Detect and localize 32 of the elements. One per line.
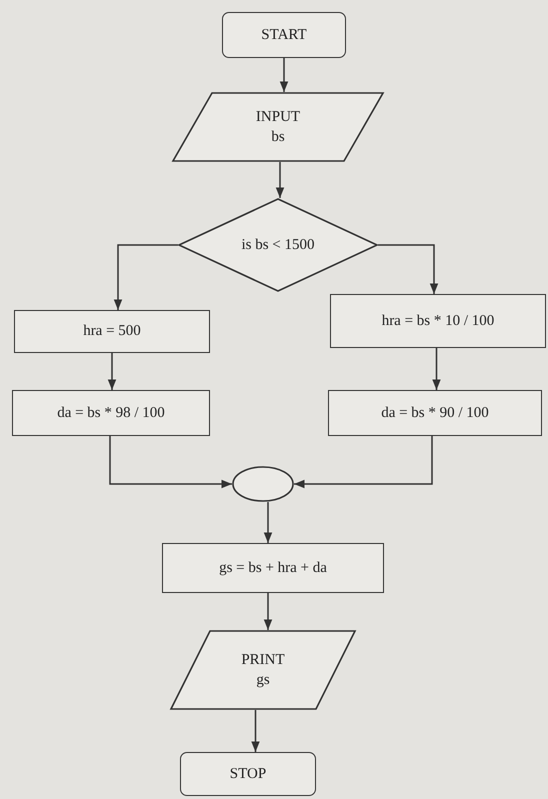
node-text: da = bs * 90 / 100 (381, 404, 489, 423)
node-text: is bs < 1500 (241, 236, 315, 255)
node-text: gs = bs + hra + da (219, 558, 327, 578)
terminal-box (180, 752, 316, 796)
arrow (108, 353, 116, 390)
arrow (276, 162, 284, 198)
io-parallelogram (170, 630, 356, 710)
node-text: hra = 500 (83, 322, 141, 342)
io-parallelogram (172, 92, 384, 162)
arrow (114, 244, 178, 310)
arrow (280, 58, 288, 92)
arrow (251, 710, 260, 752)
process-box (328, 390, 542, 436)
node-text: PRINT gs (240, 650, 286, 690)
node-text: hra = bs * 10 / 100 (382, 312, 494, 331)
arrow (264, 502, 272, 543)
connector-circle (232, 466, 294, 502)
process-box (14, 310, 210, 353)
node-text: START (261, 26, 307, 45)
process-box (162, 543, 384, 593)
node-text: INPUT bs (254, 108, 302, 147)
arrow (432, 348, 441, 390)
node-text: STOP (230, 764, 266, 784)
arrow (378, 244, 438, 294)
terminal-box (222, 12, 346, 58)
node-text: da = bs * 98 / 100 (57, 404, 165, 423)
arrow (264, 593, 272, 630)
process-box (12, 390, 210, 436)
decision-diamond (178, 198, 378, 292)
arrow (294, 436, 433, 488)
arrow (109, 436, 232, 488)
process-box (330, 294, 546, 348)
